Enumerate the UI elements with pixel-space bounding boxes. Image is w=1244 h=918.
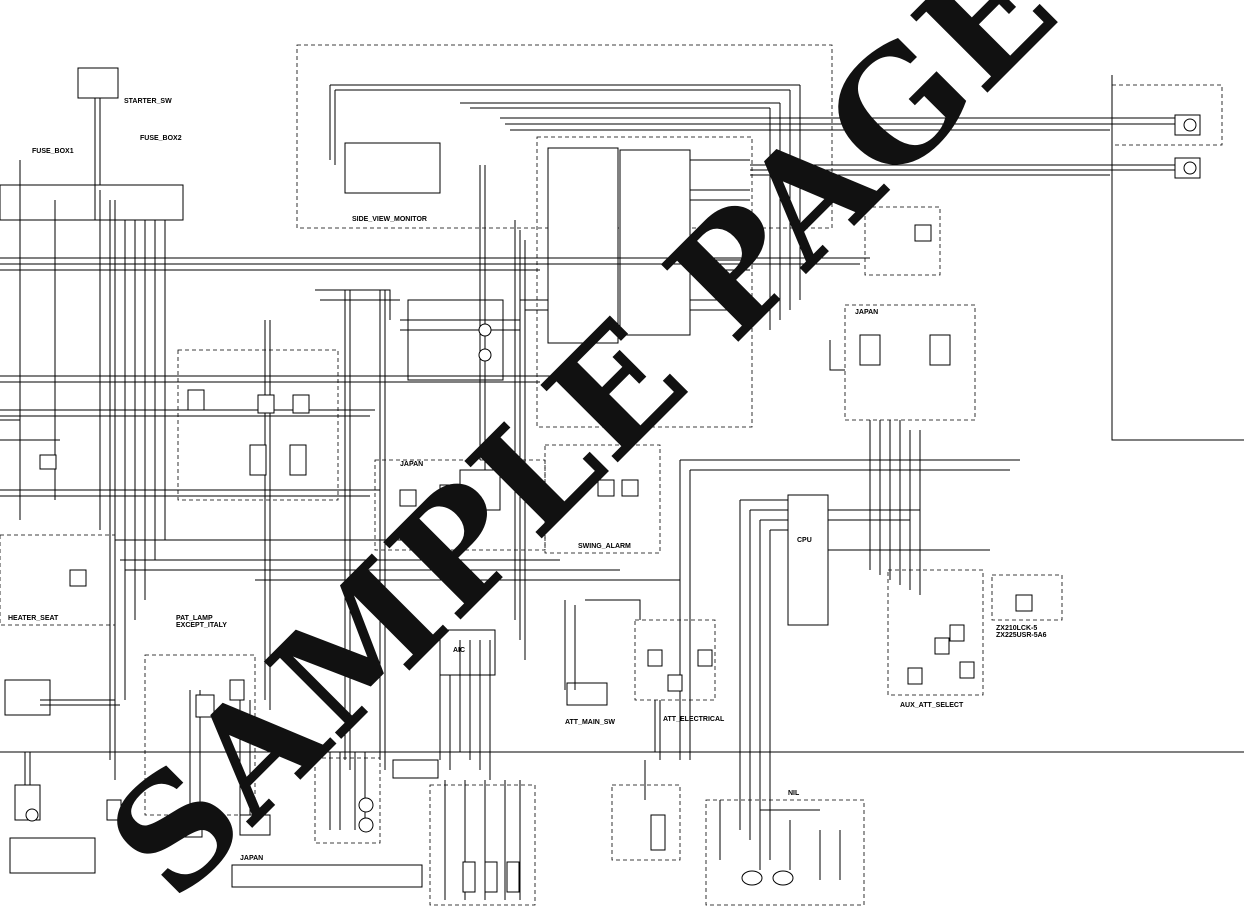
bottom-left-relay-outline bbox=[314, 757, 381, 844]
japan-bottom-relay bbox=[179, 814, 203, 838]
label-nil: NIL bbox=[788, 790, 800, 797]
att-main-switch-block bbox=[566, 682, 608, 706]
zx-switch-outline bbox=[991, 574, 1063, 621]
pressure-sensor bbox=[650, 814, 666, 851]
controller-lamp-b bbox=[478, 348, 492, 362]
label-side-view-monitor: SIDE_VIEW_MONITOR bbox=[352, 216, 427, 223]
bottom-relay-outline bbox=[429, 784, 536, 906]
sample-page-watermark: SAMPLE PAGE bbox=[76, 0, 1090, 913]
monitor-unit-outline bbox=[536, 136, 753, 428]
left-lamp bbox=[25, 808, 39, 822]
left-connector-block bbox=[4, 679, 51, 716]
bottom-left-table-block bbox=[9, 837, 96, 874]
label-fuse-box2: FUSE_BOX2 bbox=[140, 135, 182, 142]
relay-8 bbox=[399, 489, 417, 507]
swing-alarm-relay-b bbox=[621, 479, 639, 497]
camera-b-lens bbox=[1183, 161, 1197, 175]
center-controller-block bbox=[407, 299, 504, 381]
relay-6 bbox=[39, 454, 57, 470]
att-electrical-outline bbox=[634, 619, 716, 701]
monitor-connector-block bbox=[619, 149, 691, 336]
fuse-box2-block bbox=[94, 184, 184, 221]
bottom-relay-b bbox=[484, 861, 498, 893]
relay-1 bbox=[187, 389, 205, 411]
component-blocks bbox=[0, 67, 1201, 888]
heater-seat-outline bbox=[0, 534, 116, 626]
right-camera-outline bbox=[1111, 84, 1223, 146]
fuse-box1-block bbox=[0, 184, 96, 221]
wire-harness bbox=[0, 75, 1244, 900]
japan-relay-block bbox=[459, 469, 501, 511]
side-view-monitor-outline bbox=[296, 44, 833, 229]
relay-4 bbox=[249, 444, 267, 476]
pat-relay-b bbox=[229, 679, 245, 701]
label-cpu: CPU bbox=[797, 537, 812, 544]
aux-att-select-outline bbox=[887, 569, 984, 696]
relay-5 bbox=[289, 444, 307, 476]
swing-alarm-relay-a bbox=[597, 479, 615, 497]
starter-switch-block bbox=[77, 67, 119, 99]
label-japan-bottom: JAPAN bbox=[240, 855, 263, 862]
label-att-main-sw: ATT_MAIN_SW bbox=[565, 719, 615, 726]
att-relay-c bbox=[697, 649, 713, 667]
att-relay-a bbox=[647, 649, 663, 667]
relay-7 bbox=[69, 569, 87, 587]
label-zx-model-a: ZX210LCK-5 bbox=[996, 625, 1037, 632]
nil-connector-outline bbox=[705, 799, 865, 906]
aux-relay-a bbox=[907, 667, 923, 685]
label-att-electrical: ATT_ELECTRICAL bbox=[663, 716, 725, 723]
top-right-switch-outline bbox=[864, 206, 941, 276]
zx-relay bbox=[1015, 594, 1033, 612]
label-fuse-box1: FUSE_BOX1 bbox=[32, 148, 74, 155]
side-view-monitor-block bbox=[344, 142, 441, 194]
pat-relay-a bbox=[195, 694, 215, 718]
small-components bbox=[25, 118, 1197, 893]
label-pat-lamp: PAT_LAMP bbox=[176, 615, 213, 622]
left-switch-panel-outline bbox=[177, 349, 339, 501]
label-starter-sw: STARTER_SW bbox=[124, 98, 172, 105]
label-aic: AIC bbox=[453, 647, 465, 654]
bottom-relay-a bbox=[462, 861, 476, 893]
japan-right-switch-b bbox=[929, 334, 951, 366]
monitor-unit-block bbox=[547, 147, 619, 344]
japan-right-switch-a bbox=[859, 334, 881, 366]
legend-table-block bbox=[231, 864, 423, 888]
label-aux-att-select: AUX_ATT_SELECT bbox=[900, 702, 964, 709]
module-outlines bbox=[0, 44, 1223, 906]
bottom-fuse-block bbox=[392, 759, 439, 779]
relay-2 bbox=[257, 394, 275, 414]
relay-9 bbox=[439, 484, 457, 506]
sensor-outline bbox=[611, 784, 681, 861]
japan-mid-outline bbox=[374, 459, 546, 551]
aux-relay-b bbox=[934, 637, 950, 655]
bottom-lamp-b bbox=[358, 817, 374, 833]
aic-block bbox=[439, 629, 496, 676]
aux-relay-c bbox=[949, 624, 965, 642]
label-except-italy: EXCEPT_ITALY bbox=[176, 622, 227, 629]
camera-a-lens bbox=[1183, 118, 1197, 132]
att-relay-b bbox=[667, 674, 683, 692]
label-japan-top: JAPAN bbox=[855, 309, 878, 316]
swing-alarm-outline bbox=[544, 444, 661, 554]
top-right-switch bbox=[914, 224, 932, 242]
label-swing-alarm: SWING_ALARM bbox=[578, 543, 631, 550]
label-12v: 12V bbox=[226, 722, 239, 729]
label-japan-mid: JAPAN bbox=[400, 461, 423, 468]
label-heater-seat: HEATER_SEAT bbox=[8, 615, 59, 622]
small-relay-block bbox=[106, 799, 122, 821]
diagram-labels: STARTER_SW FUSE_BOX1 FUSE_BOX2 SIDE_VIEW… bbox=[8, 98, 1047, 862]
japan-right-outline bbox=[844, 304, 976, 421]
label-zx-model-b: ZX225USR-5A6 bbox=[996, 632, 1047, 639]
aux-relay-d bbox=[959, 661, 975, 679]
cpu-block bbox=[787, 494, 829, 626]
controller-lamp-a bbox=[478, 323, 492, 337]
bottom-lamp-a bbox=[358, 797, 374, 813]
relay-3 bbox=[292, 394, 310, 414]
nil-connector-b bbox=[772, 870, 794, 886]
nil-connector-a bbox=[741, 870, 763, 886]
bottom-relay-c bbox=[506, 861, 520, 893]
japan-bottom-block bbox=[239, 814, 271, 836]
